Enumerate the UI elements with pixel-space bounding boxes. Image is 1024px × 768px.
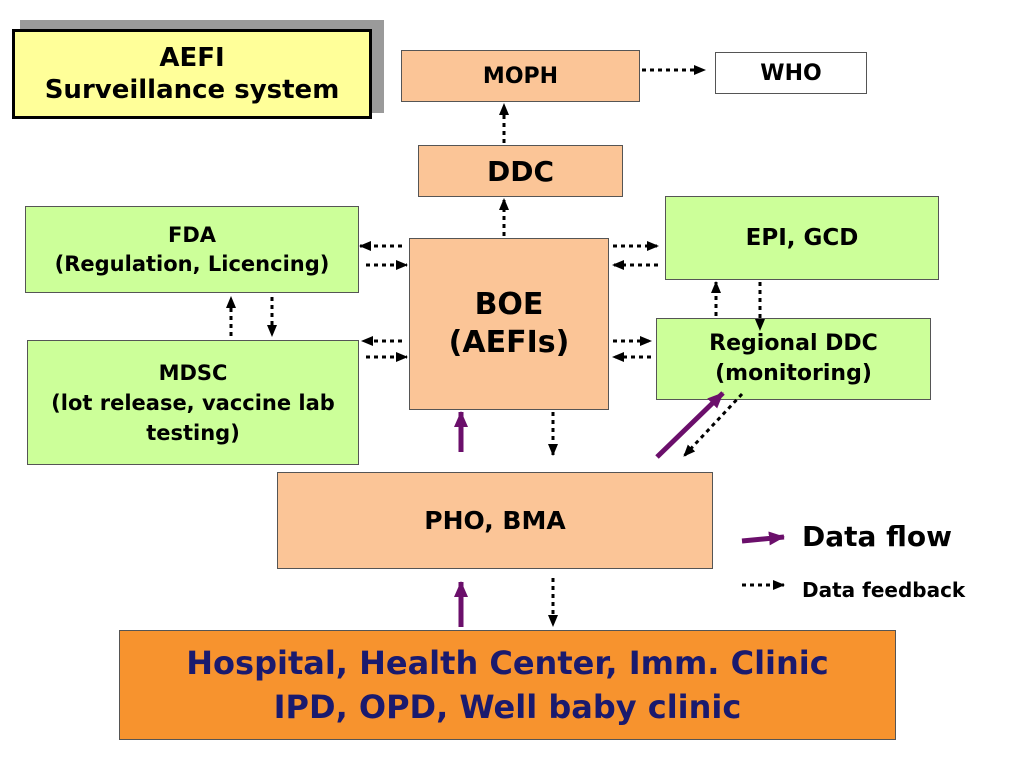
node-ddc[interactable]: DDC (418, 145, 623, 197)
arrow-regional-to-pho (682, 392, 744, 458)
node-pho-bma[interactable]: PHO, BMA (277, 472, 713, 569)
mdsc-label-3: testing) (146, 420, 240, 445)
diagram-title: AEFI Surveillance system (12, 29, 372, 119)
moph-label: MOPH (482, 63, 559, 89)
node-mdsc[interactable]: MDSC (lot release, vaccine lab testing) (27, 340, 359, 465)
fda-label-2: (Regulation, Licencing) (54, 251, 330, 276)
mdsc-label-2: (lot release, vaccine lab (51, 390, 335, 415)
epi-label: EPI, GCD (745, 225, 859, 251)
hospital-label-1: Hospital, Health Center, Imm. Clinic (186, 644, 829, 682)
legend-data-flow-arrow (741, 531, 785, 546)
node-epi-gcd[interactable]: EPI, GCD (665, 196, 939, 280)
legend-data-flow-label: Data flow (802, 520, 953, 553)
ddc-label: DDC (486, 154, 555, 188)
hospital-label-2: IPD, OPD, Well baby clinic (273, 688, 742, 726)
title-line-1: AEFI (159, 43, 225, 73)
node-boe[interactable]: BOE (AEFIs) (409, 238, 609, 410)
regional-ddc-label-2: (monitoring) (715, 361, 872, 386)
node-moph[interactable]: MOPH (401, 50, 640, 102)
node-regional-ddc[interactable]: Regional DDC (monitoring) (656, 318, 931, 400)
feedback-arrows (226, 65, 785, 627)
legend-data-feedback-label: Data feedback (802, 578, 966, 602)
data-flow-arrows (454, 391, 785, 627)
fda-label-1: FDA (167, 222, 217, 247)
boe-label-1: BOE (474, 287, 544, 322)
mdsc-label-1: MDSC (158, 360, 228, 385)
regional-ddc-label-1: Regional DDC (709, 331, 878, 356)
node-who[interactable]: WHO (715, 52, 867, 94)
who-label: WHO (760, 60, 822, 86)
pho-label: PHO, BMA (424, 506, 566, 535)
node-fda[interactable]: FDA (Regulation, Licencing) (25, 206, 359, 293)
arrow-pho-to-regional (655, 391, 725, 459)
boe-label-2: (AEFIs) (448, 325, 570, 360)
node-hospital[interactable]: Hospital, Health Center, Imm. Clinic IPD… (119, 630, 896, 740)
title-line-2: Surveillance system (44, 75, 340, 105)
